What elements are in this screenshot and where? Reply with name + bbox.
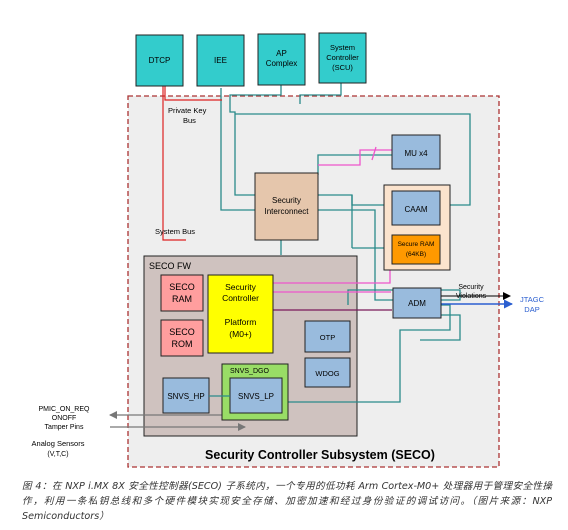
security-controller-block: Security Controller Platform (M0+) bbox=[207, 274, 274, 354]
figure-caption: 图 4：在 NXP i.MX 8X 安全性控制器(SECO) 子系统内，一个专用… bbox=[22, 481, 552, 522]
caam-block: CAAM bbox=[391, 190, 441, 226]
onoff-label: ONOFF bbox=[52, 415, 77, 422]
svg-text:Platform: Platform bbox=[225, 317, 257, 327]
scu-block: System Controller (SCU) bbox=[318, 32, 367, 84]
system-bus-label: System Bus bbox=[155, 227, 195, 236]
svg-text:OTP: OTP bbox=[320, 333, 335, 342]
wdog-block: WDOG bbox=[304, 357, 351, 388]
svg-text:(SCU): (SCU) bbox=[332, 63, 353, 72]
private-key-bus-lines bbox=[162, 86, 222, 241]
svg-text:Secure RAM: Secure RAM bbox=[398, 241, 435, 248]
svg-text:SNVS_HP: SNVS_HP bbox=[167, 392, 204, 401]
svg-text:SNVS_LP: SNVS_LP bbox=[238, 392, 274, 401]
svg-text:ROM: ROM bbox=[172, 339, 193, 349]
analog-sensors-sub: (V,T,C) bbox=[47, 451, 68, 458]
analog-sensors-label: Analog Sensors bbox=[32, 439, 85, 448]
adm-block: ADM bbox=[392, 287, 442, 319]
security-violations-label-2: Violations bbox=[456, 293, 487, 300]
security-interconnect-block: Security Interconnect bbox=[254, 172, 319, 241]
svg-text:Security: Security bbox=[225, 282, 256, 292]
svg-text:Controller: Controller bbox=[326, 53, 359, 62]
dtcp-block: DTCP bbox=[135, 34, 184, 87]
iee-block: IEE bbox=[196, 34, 245, 87]
svg-text:Complex: Complex bbox=[266, 59, 298, 68]
svg-text:CAAM: CAAM bbox=[404, 205, 427, 214]
svg-text:SECO: SECO bbox=[169, 282, 195, 292]
otp-block: OTP bbox=[304, 320, 351, 353]
svg-text:Controller: Controller bbox=[222, 293, 259, 303]
svg-text:ADM: ADM bbox=[408, 299, 426, 308]
ap-complex-block: AP Complex bbox=[257, 33, 306, 86]
svg-text:SECO: SECO bbox=[169, 327, 195, 337]
security-violations-label: Security bbox=[458, 284, 484, 291]
svg-text:(M0+): (M0+) bbox=[229, 329, 252, 339]
seco-fw-label: SECO FW bbox=[149, 261, 192, 271]
jtag-label: JTAGC bbox=[520, 295, 545, 304]
pmic-label: PMIC_ON_REQ bbox=[39, 406, 91, 413]
svg-text:System: System bbox=[330, 43, 355, 52]
seco-rom-block: SECO ROM bbox=[160, 319, 204, 357]
svg-text:Security: Security bbox=[272, 196, 301, 205]
svg-text:RAM: RAM bbox=[172, 294, 192, 304]
dap-label: DAP bbox=[524, 305, 539, 314]
svg-text:Interconnect: Interconnect bbox=[264, 207, 309, 216]
pin-lines bbox=[109, 411, 246, 431]
svg-text:(64KB): (64KB) bbox=[406, 251, 426, 258]
private-key-bus-label: Private Key bbox=[168, 106, 207, 115]
system-bus-lines bbox=[220, 83, 471, 403]
snvs-lp-block: SNVS_LP bbox=[229, 377, 283, 414]
tamper-pins-label: Tamper Pins bbox=[45, 424, 84, 431]
mu-block: MU x4 bbox=[391, 134, 441, 170]
svg-text:WDOG: WDOG bbox=[315, 369, 339, 378]
svg-text:DTCP: DTCP bbox=[149, 56, 171, 65]
snvs-dgo-label: SNVS_DGO bbox=[230, 368, 269, 375]
svg-text:MU x4: MU x4 bbox=[404, 149, 428, 158]
subsystem-title: Security Controller Subsystem (SECO) bbox=[205, 448, 435, 462]
svg-text:IEE: IEE bbox=[214, 56, 227, 65]
secure-ram-block: Secure RAM (64KB) bbox=[391, 234, 441, 265]
private-key-bus-label-2: Bus bbox=[183, 116, 196, 125]
svg-text:AP: AP bbox=[276, 49, 287, 58]
snvs-hp-block: SNVS_HP bbox=[162, 377, 210, 414]
seco-ram-block: SECO RAM bbox=[160, 274, 204, 312]
